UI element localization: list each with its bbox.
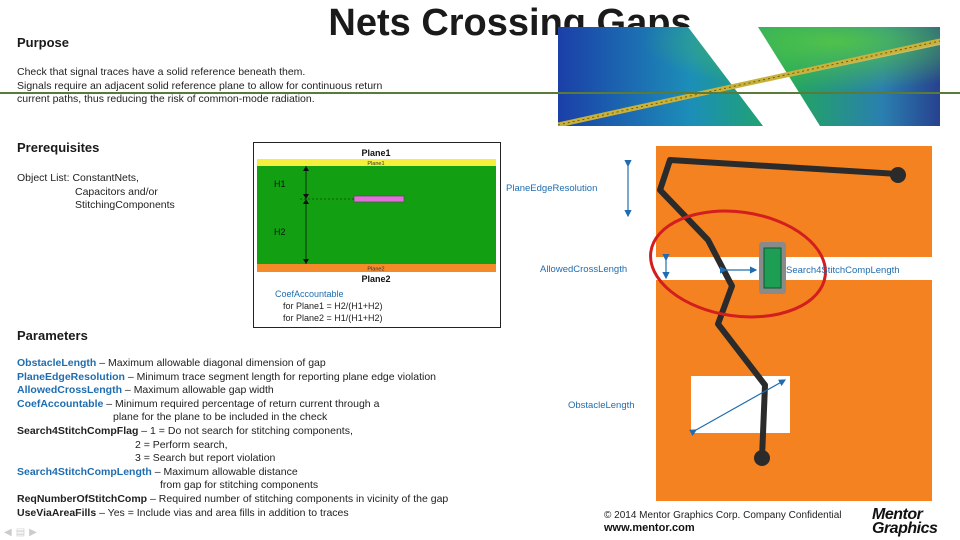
plane-crosssection-diagram: Plane1 Plane1 H1 H2 Plane2 Plane2 CoefAc… <box>253 142 501 328</box>
mentor-graphics-logo: Mentor Graphics <box>872 506 938 537</box>
plane-edge-label: PlaneEdgeResolution <box>506 183 597 194</box>
trace-endpoint-pad <box>754 450 770 466</box>
parameter-item: Search4StitchCompFlag – 1 = Do not searc… <box>17 425 487 439</box>
coef-title: CoefAccountable <box>275 289 344 299</box>
parameter-desc: – Required number of stitching component… <box>147 492 449 505</box>
purpose-text: Check that signal traces have a solid re… <box>17 66 437 107</box>
next-slide-icon[interactable]: ▶ <box>29 527 41 538</box>
plane1-band-label: Plane1 <box>367 161 384 167</box>
parameter-continuation: from gap for stitching components <box>160 479 319 492</box>
parameter-term: Search4StitchCompFlag <box>17 424 139 437</box>
parameter-term: ReqNumberOfStitchComp <box>17 492 148 505</box>
dielectric-region <box>257 166 496 264</box>
signal-trace-route <box>657 157 899 459</box>
gap-crossing-diagram: PlaneEdgeResolution AllowedCrossLength S… <box>506 146 932 501</box>
parameter-term: AllowedCrossLength <box>17 384 123 397</box>
purpose-heading: Purpose <box>17 35 70 50</box>
purpose-line: Signals require an adjacent solid refere… <box>17 79 383 92</box>
gap-region <box>688 27 820 126</box>
parameter-term: UseViaAreaFills <box>17 506 97 519</box>
copyright-text: © 2014 Mentor Graphics Corp. Company Con… <box>604 510 842 521</box>
violation-highlight-circle <box>649 209 827 319</box>
coef-line2: for Plane2 = H1/(H1+H2) <box>283 313 383 323</box>
parameter-desc: – 1 = Do not search for stitching compon… <box>138 424 353 437</box>
logo-line: Graphics <box>872 520 938 537</box>
parameter-item: PlaneEdgeResolution – Minimum trace segm… <box>17 371 487 385</box>
parameter-item: ObstacleLength – Maximum allowable diago… <box>17 357 487 371</box>
parameter-term: ObstacleLength <box>17 357 97 369</box>
parameter-desc: – Minimum required percentage of return … <box>103 397 380 410</box>
search-length-label: Search4StitchCompLength <box>786 265 900 276</box>
prerequisites-list: Object List: ConstantNets, Capacitors an… <box>17 172 247 213</box>
parameter-item: ReqNumberOfStitchComp – Required number … <box>17 493 487 507</box>
parameter-item: CoefAccountable – Minimum required perce… <box>17 398 487 412</box>
slide-menu-icon[interactable]: ▤ <box>15 527 30 538</box>
plane1-title: Plane1 <box>361 148 390 158</box>
website-link[interactable]: www.mentor.com <box>604 522 695 534</box>
coef-line1: for Plane1 = H2/(H1+H2) <box>283 301 383 311</box>
prerequisite-item: Capacitors and/or <box>75 185 158 198</box>
plane2-title: Plane2 <box>361 274 390 284</box>
h1-label: H1 <box>274 179 286 189</box>
allowed-cross-label: AllowedCrossLength <box>540 264 627 275</box>
parameter-desc: – Maximum allowable distance <box>151 465 298 478</box>
obstacle-length-arrow <box>689 379 787 437</box>
parameter-item: UseViaAreaFills – Yes = Include vias and… <box>17 507 487 521</box>
parameter-continuation: plane for the plane to be included in th… <box>113 411 328 424</box>
parameter-term: CoefAccountable <box>17 397 104 410</box>
parameters-heading: Parameters <box>17 328 88 343</box>
h2-label: H2 <box>274 227 286 237</box>
signal-trace <box>353 195 405 203</box>
parameter-desc: – Maximum allowable gap width <box>122 384 274 397</box>
parameter-desc: – Maximum allowable diagonal dimension o… <box>96 357 326 369</box>
parameter-term: Search4StitchCompLength <box>17 465 152 478</box>
trace-endpoint-pad <box>890 167 906 183</box>
emission-render-image <box>558 27 940 126</box>
parameter-term: PlaneEdgeResolution <box>17 370 125 383</box>
prev-slide-icon[interactable]: ◀ <box>4 527 16 538</box>
title-divider <box>0 92 960 94</box>
parameter-continuation: 3 = Search but report violation <box>135 452 276 465</box>
prerequisites-heading: Prerequisites <box>17 140 100 155</box>
parameters-list: ObstacleLength – Maximum allowable diago… <box>17 357 487 520</box>
obstacle-length-label: ObstacleLength <box>568 400 635 411</box>
purpose-line: Check that signal traces have a solid re… <box>17 66 306 78</box>
plane2-band <box>257 264 496 272</box>
parameter-continuation: 2 = Perform search, <box>135 438 228 451</box>
reference-plane <box>656 146 932 501</box>
parameter-item: Search4StitchCompLength – Maximum allowa… <box>17 466 487 480</box>
logo-line: Mentor <box>872 506 923 523</box>
parameter-desc: – Yes = Include vias and area fills in a… <box>96 506 349 519</box>
plane1-band <box>257 159 496 166</box>
parameter-desc: – Minimum trace segment length for repor… <box>124 370 437 383</box>
parameter-item: AllowedCrossLength – Maximum allowable g… <box>17 384 487 398</box>
prerequisite-item: StitchingComponents <box>75 199 175 212</box>
slide-nav-controls[interactable]: ◀▤▶ <box>4 527 41 538</box>
prerequisite-label: Object List: ConstantNets, <box>17 172 139 184</box>
purpose-line: current paths, thus reducing the risk of… <box>17 93 315 106</box>
plane2-band-label: Plane2 <box>367 267 384 273</box>
